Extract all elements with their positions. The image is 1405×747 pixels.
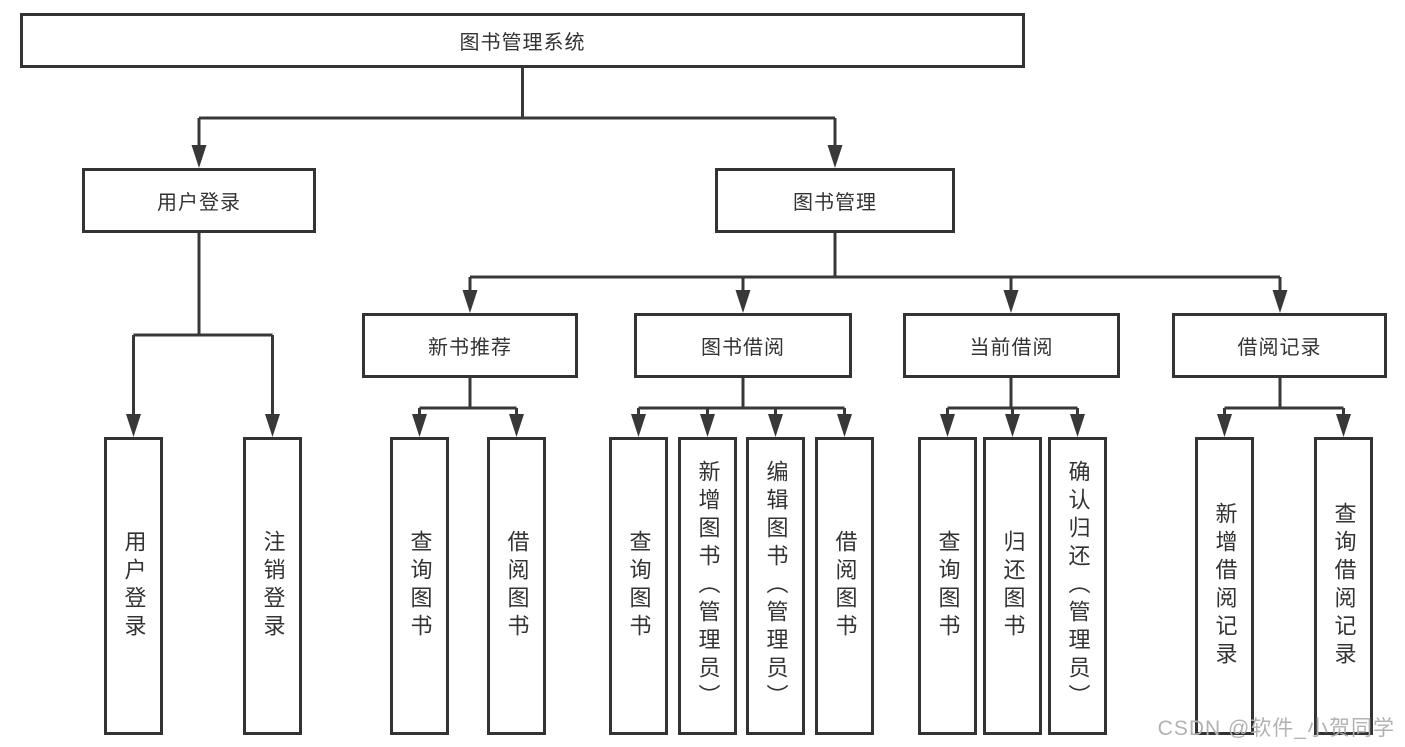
leaf-edit-book-admin-label: 编辑图书（管理员） [763,460,789,712]
leaf-borrow-books-1: 借阅图书 [487,437,546,735]
leaf-borrow-books-2-label: 借阅图书 [832,530,858,642]
node-book-borrow: 图书借阅 [634,313,852,378]
leaf-logout-label: 注销登录 [260,530,286,642]
node-book-mgmt: 图书管理 [715,168,955,233]
leaf-confirm-return-admin-label: 确认归还（管理员） [1065,460,1091,712]
leaf-query-books-3: 查询图书 [918,437,977,735]
leaf-return-book: 归还图书 [983,437,1042,735]
connector-user-login-to-leaves [126,233,280,437]
leaf-edit-book-admin: 编辑图书（管理员） [746,437,805,735]
leaf-query-borrow-record-label: 查询借阅记录 [1331,502,1357,670]
watermark: CSDN @软件_小贺同学 [1157,717,1395,740]
connector-new-book-to-leaves [412,378,524,437]
node-user-login: 用户登录 [82,168,316,233]
leaf-logout: 注销登录 [243,437,302,735]
node-borrow-records: 借阅记录 [1172,313,1387,378]
leaf-return-book-label: 归还图书 [1000,530,1026,642]
leaf-query-books-2-label: 查询图书 [626,530,652,642]
node-new-book-recommend: 新书推荐 [362,313,578,378]
leaf-add-book-admin-label: 新增图书（管理员） [695,460,721,712]
leaf-user-login: 用户登录 [104,437,163,735]
connector-current-borrow-to-leaves [940,378,1085,437]
leaf-user-login-label: 用户登录 [121,530,147,642]
leaf-borrow-books-1-label: 借阅图书 [504,530,530,642]
leaf-add-borrow-record: 新增借阅记录 [1195,437,1254,735]
leaf-query-books-2: 查询图书 [609,437,668,735]
connector-book-borrow-to-leaves [631,378,852,437]
leaf-add-borrow-record-label: 新增借阅记录 [1212,502,1238,670]
connector-book-mgmt-to-sections [462,233,1288,313]
leaf-add-book-admin: 新增图书（管理员） [678,437,737,735]
leaf-query-books-1: 查询图书 [390,437,449,735]
leaf-query-books-3-label: 查询图书 [935,530,961,642]
leaf-confirm-return-admin: 确认归还（管理员） [1048,437,1107,735]
node-root: 图书管理系统 [20,13,1025,68]
leaf-query-borrow-record: 查询借阅记录 [1314,437,1373,735]
leaf-borrow-books-2: 借阅图书 [815,437,874,735]
connector-borrow-records-to-leaves [1217,378,1351,437]
node-current-borrow: 当前借阅 [903,313,1120,378]
leaf-query-books-1-label: 查询图书 [407,530,433,642]
connector-root-to-level2 [191,66,843,168]
